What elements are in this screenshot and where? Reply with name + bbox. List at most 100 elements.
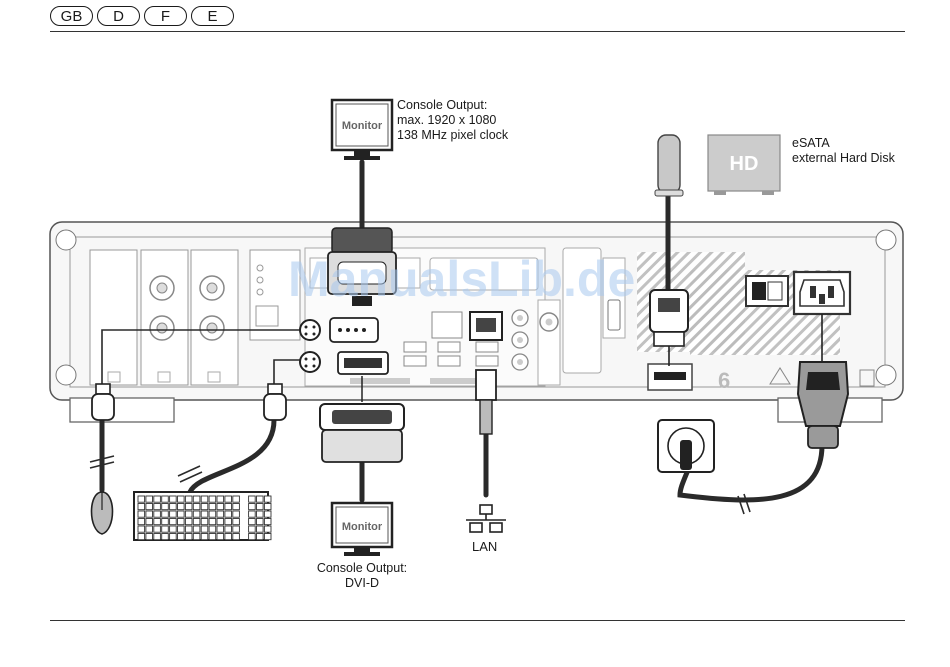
keyboard-key: [233, 526, 240, 532]
esata-tower-icon: [655, 135, 683, 196]
keyboard-key: [233, 504, 240, 510]
keyboard-key: [264, 526, 271, 532]
keyboard-key: [162, 534, 169, 540]
keyboard-key: [154, 504, 161, 510]
hard-disk-text: HD: [730, 153, 759, 175]
keyboard-key: [138, 511, 145, 517]
caption-line: external Hard Disk: [792, 151, 895, 166]
keyboard-key: [162, 504, 169, 510]
keyboard-key: [233, 519, 240, 525]
keyboard-key: [154, 519, 161, 525]
keyboard-key: [154, 534, 161, 540]
keyboard-key: [201, 526, 208, 532]
keyboard-key: [146, 519, 153, 525]
keyboard-key: [185, 511, 192, 517]
monitor-top: Monitor: [332, 100, 392, 160]
keyboard-key: [225, 496, 232, 502]
keyboard-key: [217, 519, 224, 525]
caption-line: 138 MHz pixel clock: [397, 128, 508, 143]
keyboard-key: [185, 534, 192, 540]
keyboard-key: [185, 504, 192, 510]
keyboard-key: [170, 496, 177, 502]
keyboard-key: [178, 519, 185, 525]
keyboard-key: [146, 496, 153, 502]
keyboard-key: [209, 526, 216, 532]
keyboard-key: [178, 511, 185, 517]
keyboard-key: [257, 526, 264, 532]
keyboard-key: [201, 511, 208, 517]
keyboard-key: [209, 511, 216, 517]
keyboard-key: [193, 519, 200, 525]
keyboard-key: [154, 511, 161, 517]
svg-text:6: 6: [718, 368, 730, 393]
keyboard-key: [162, 526, 169, 532]
keyboard-key: [138, 496, 145, 502]
monitor-top-caption: Console Output: max. 1920 x 1080 138 MHz…: [397, 98, 508, 143]
keyboard-key: [217, 526, 224, 532]
keyboard-key: [178, 526, 185, 532]
wall-socket-icon: [658, 420, 714, 472]
keyboard-key: [257, 511, 264, 517]
keyboard-key: [193, 526, 200, 532]
keyboard-key: [193, 496, 200, 502]
keyboard-key: [225, 504, 232, 510]
keyboard-key: [138, 526, 145, 532]
keyboard-key: [170, 534, 177, 540]
keyboard-key: [154, 496, 161, 502]
keyboard-key: [201, 534, 208, 540]
keyboard-key: [233, 496, 240, 502]
keyboard-key: [201, 519, 208, 525]
keyboard-key: [257, 519, 264, 525]
caption-line: Console Output:: [397, 98, 508, 113]
hard-disk-icon: HD: [708, 135, 780, 195]
keyboard-key: [193, 534, 200, 540]
keyboard-key: [249, 504, 256, 510]
keyboard-key: [138, 504, 145, 510]
keyboard-key: [138, 534, 145, 540]
keyboard-key: [170, 504, 177, 510]
keyboard-key: [233, 511, 240, 517]
keyboard-key: [225, 519, 232, 525]
keyboard-key: [249, 511, 256, 517]
keyboard-key: [170, 526, 177, 532]
keyboard-key: [209, 534, 216, 540]
keyboard-key: [257, 496, 264, 502]
keyboard-key: [170, 511, 177, 517]
keyboard-key: [193, 504, 200, 510]
keyboard-key: [209, 504, 216, 510]
keyboard-key: [185, 496, 192, 502]
keyboard-key: [257, 534, 264, 540]
keyboard-key: [201, 496, 208, 502]
keyboard-key: [209, 519, 216, 525]
keyboard-key: [146, 526, 153, 532]
lan-label: LAN: [472, 539, 497, 554]
keyboard-key: [154, 526, 161, 532]
keyboard-key: [264, 519, 271, 525]
keyboard-key: [264, 534, 271, 540]
monitor-bottom-caption: Console Output: DVI-D: [302, 561, 422, 591]
keyboard-key: [193, 511, 200, 517]
watermark: ManualsLib.de: [288, 250, 635, 308]
keyboard-key: [162, 496, 169, 502]
keyboard-key: [185, 526, 192, 532]
caption-line: DVI-D: [302, 576, 422, 591]
esata-caption: eSATA external Hard Disk: [792, 136, 895, 166]
keyboard-key: [217, 511, 224, 517]
keyboard-key: [225, 526, 232, 532]
keyboard-key: [185, 519, 192, 525]
keyboard-key: [264, 504, 271, 510]
keyboard-key: [138, 519, 145, 525]
keyboard-cable: [190, 420, 274, 492]
keyboard-key: [178, 496, 185, 502]
keyboard-key: [201, 504, 208, 510]
keyboard-key: [225, 511, 232, 517]
caption-line: Console Output:: [302, 561, 422, 576]
keyboard-key: [264, 496, 271, 502]
keyboard-key: [217, 504, 224, 510]
keyboard-key: [178, 534, 185, 540]
keyboard-key: [217, 534, 224, 540]
keyboard-key: [162, 511, 169, 517]
keyboard-key: [264, 511, 271, 517]
keyboard-key: [170, 519, 177, 525]
keyboard-key: [162, 519, 169, 525]
